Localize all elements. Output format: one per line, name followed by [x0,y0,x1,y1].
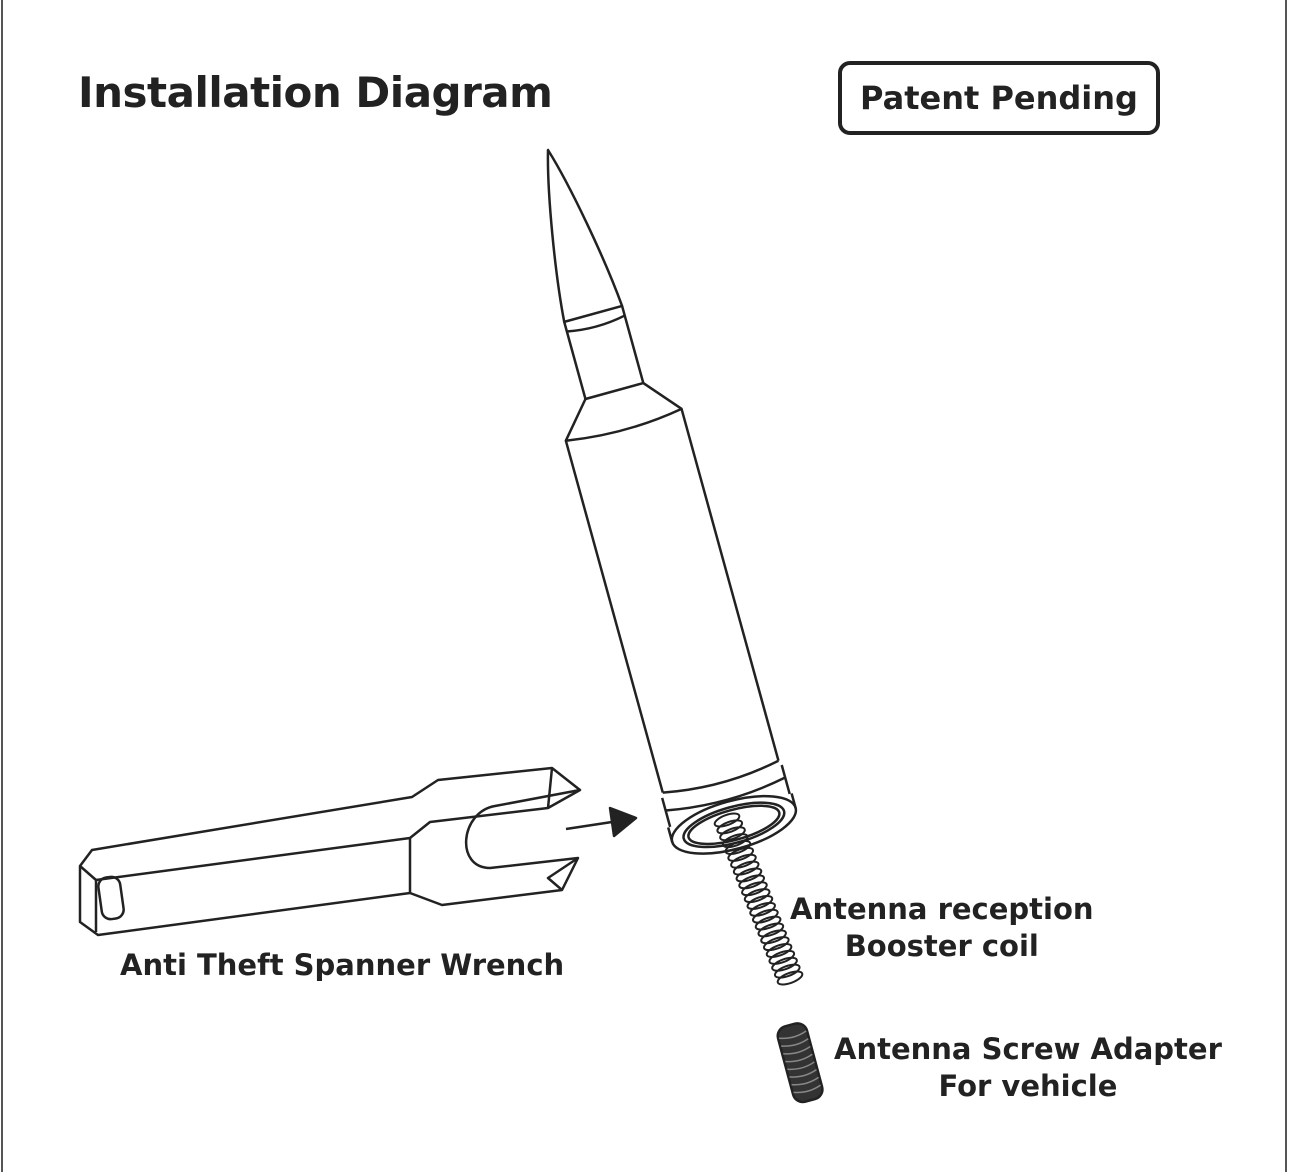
adapter-label: Antenna Screw Adapter For vehicle [834,1031,1222,1105]
page-title: Installation Diagram [78,68,553,117]
coil-turn [741,881,768,897]
coil-turn [771,956,798,972]
spanner-wrench [78,766,582,937]
screw-adapter [776,1022,824,1104]
coil-turn [732,860,760,876]
arrow-icon [565,806,638,838]
coil-turn [757,922,785,938]
coil-label-line2: Booster coil [844,929,1039,963]
coil-turn [776,970,804,986]
wrench-label: Anti Theft Spanner Wrench [120,948,565,982]
coil-label-line1: Antenna reception [790,892,1094,926]
coil-turn [749,901,776,917]
coil-turn [743,888,771,904]
coil-turn [754,915,782,931]
coil-turn [752,908,779,924]
adapter-label-line2: For vehicle [938,1069,1118,1103]
adapter-label-line1: Antenna Screw Adapter [834,1032,1222,1066]
coil-turn [716,819,744,835]
coil-turn [738,874,765,890]
coil-turn [768,949,796,965]
coil-turn [762,936,790,952]
coil-turn [765,943,793,958]
coil-turn [773,963,801,979]
coil-turn [760,929,787,945]
coil-turn [721,833,749,849]
coil-turn [735,867,763,883]
coil-turn [727,846,755,862]
coil-turn [719,826,746,842]
coil-turn [724,840,752,855]
bullet-antenna [546,148,798,855]
booster-coil [713,812,804,986]
coil-turn [713,812,741,828]
patent-pending-badge: Patent Pending [838,61,1160,135]
coil-label: Antenna reception Booster coil [790,891,1094,965]
coil-turn [746,894,774,910]
coil-turn [730,853,757,869]
